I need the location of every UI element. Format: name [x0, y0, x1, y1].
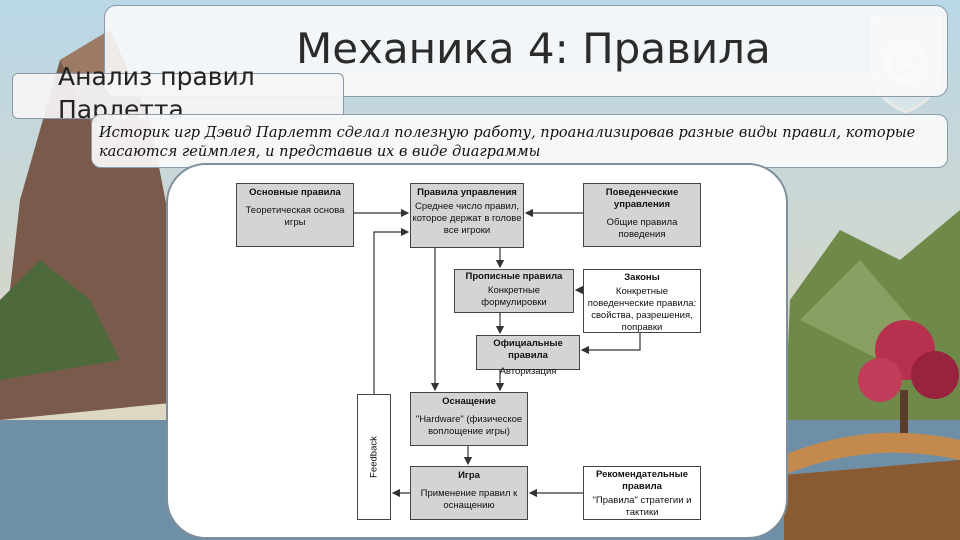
node-heading: Официальные правила — [493, 338, 563, 361]
node-basic-rules: Основные правила Теоретическая основа иг… — [236, 183, 354, 247]
node-advisory-rules: Рекомендательные правила "Правила" страт… — [583, 466, 701, 520]
subtitle-box — [12, 73, 344, 119]
node-heading: Оснащение — [442, 396, 496, 407]
node-feedback: Feedback — [357, 394, 391, 520]
node-heading: Правила управления — [417, 187, 517, 198]
node-heading: Игра — [458, 470, 480, 481]
node-heading: Прописные правила — [465, 271, 563, 282]
node-written-rules: Прописные правила Конкретные формулировк… — [454, 269, 574, 313]
node-body: Конкретные поведенческие правила: свойст… — [587, 286, 697, 333]
node-operational-rules: Правила управления Среднее число правил,… — [410, 183, 524, 248]
node-body: Применение правил к оснащению — [420, 488, 518, 511]
node-body: Авторизация — [499, 366, 557, 377]
feedback-label: Feedback — [368, 436, 380, 478]
node-equipment: Оснащение "Hardware" (физическое воплоще… — [410, 392, 528, 446]
slide-description: Историк игр Дэвид Парлетт сделал полезну… — [99, 125, 916, 160]
node-heading: Законы — [624, 272, 660, 283]
node-body: Конкретные формулировки — [481, 285, 547, 308]
node-body: Общие правила поведения — [606, 217, 678, 240]
slide-title: Механика 4: Правила — [296, 24, 771, 73]
node-body: Среднее число правил, которое держат в г… — [412, 201, 522, 236]
node-heading: Рекомендательные правила — [596, 469, 688, 492]
node-body: "Hardware" (физическое воплощение игры) — [415, 414, 523, 437]
node-laws: Законы Конкретные поведенческие правила:… — [583, 269, 701, 333]
node-official-rules: Официальные правила Авторизация — [476, 335, 580, 377]
node-body: "Правила" стратегии и тактики — [592, 495, 692, 518]
node-body: Теоретическая основа игры — [245, 205, 345, 228]
node-game: Игра Применение правил к оснащению — [410, 466, 528, 520]
node-heading: Основные правила — [249, 187, 341, 198]
node-heading: Поведенческие управления — [605, 187, 679, 210]
node-behavioral-rules: Поведенческие управления Общие правила п… — [583, 183, 701, 247]
